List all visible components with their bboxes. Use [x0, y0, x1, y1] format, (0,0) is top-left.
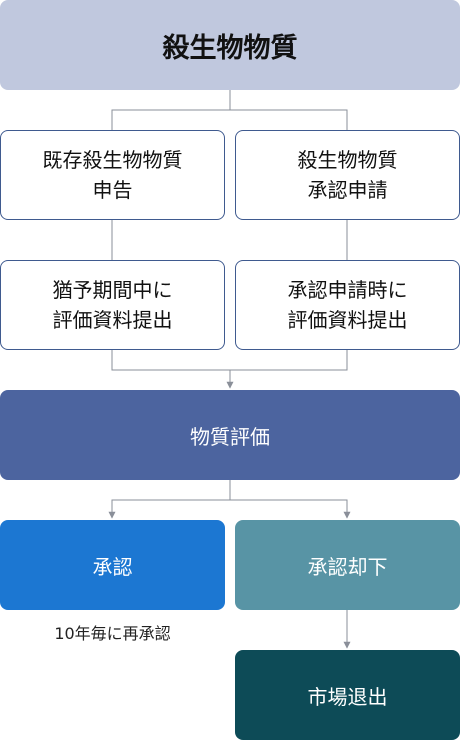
new-dossier-box: 承認申請時に 評価資料提出 [235, 260, 460, 350]
market-exit-box: 市場退出 [235, 650, 460, 740]
connector-merge [111, 350, 348, 388]
evaluation-box: 物質評価 [0, 390, 460, 480]
existing-substance-label: 既存殺生物物質 申告 [42, 148, 183, 202]
rejected-label: 承認却下 [307, 554, 388, 579]
connector-title-split [111, 90, 348, 130]
existing-substance-box: 既存殺生物物質 申告 [0, 130, 225, 220]
existing-dossier-label: 猶予期間中に 評価資料提出 [52, 278, 173, 332]
existing-dossier-box: 猶予期間中に 評価資料提出 [0, 260, 225, 350]
approved-label: 承認 [92, 554, 133, 579]
title-box: 殺生物物質 [0, 0, 460, 90]
renewal-note: 10年毎に再承認 [54, 624, 171, 643]
new-dossier-label: 承認申請時に 評価資料提出 [287, 278, 408, 332]
new-substance-box: 殺生物物質 承認申請 [235, 130, 460, 220]
connector-eval-to-reject [230, 499, 351, 519]
title-text: 殺生物物質 [162, 32, 298, 64]
approved-box: 承認 [0, 520, 225, 610]
connector-eval-split [108, 480, 231, 519]
evaluation-label: 物質評価 [190, 424, 270, 449]
new-substance-label: 殺生物物質 承認申請 [297, 148, 398, 202]
rejected-box: 承認却下 [235, 520, 460, 610]
market-exit-label: 市場退出 [307, 684, 388, 709]
